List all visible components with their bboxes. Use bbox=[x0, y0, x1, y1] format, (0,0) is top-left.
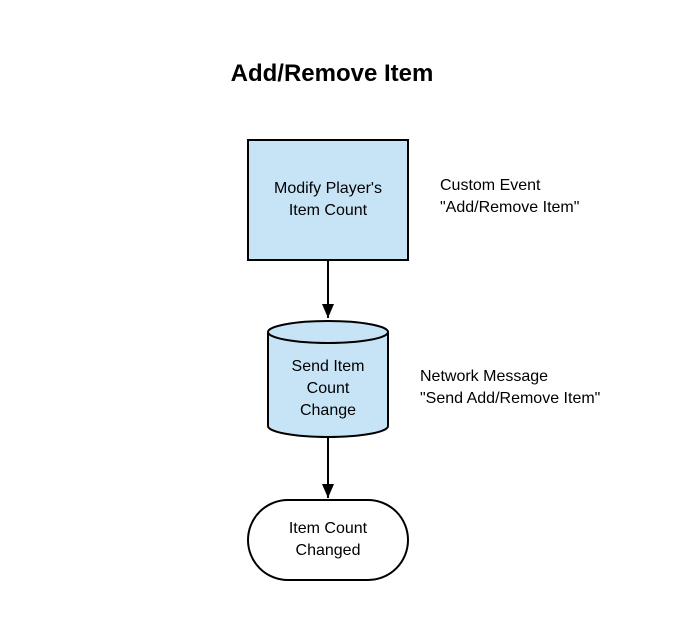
diagram-title: Add/Remove Item bbox=[230, 60, 434, 87]
terminal-changed bbox=[247, 499, 409, 581]
arrowhead-send-to-changed bbox=[322, 484, 334, 498]
process-box-modify bbox=[247, 139, 409, 261]
cylinder-send bbox=[267, 320, 389, 438]
arrowhead-modify-to-send bbox=[322, 304, 334, 318]
annotation-custom-event: Custom Event "Add/Remove Item" bbox=[440, 177, 580, 216]
annotation-network-message: Network Message "Send Add/Remove Item" bbox=[420, 368, 601, 407]
